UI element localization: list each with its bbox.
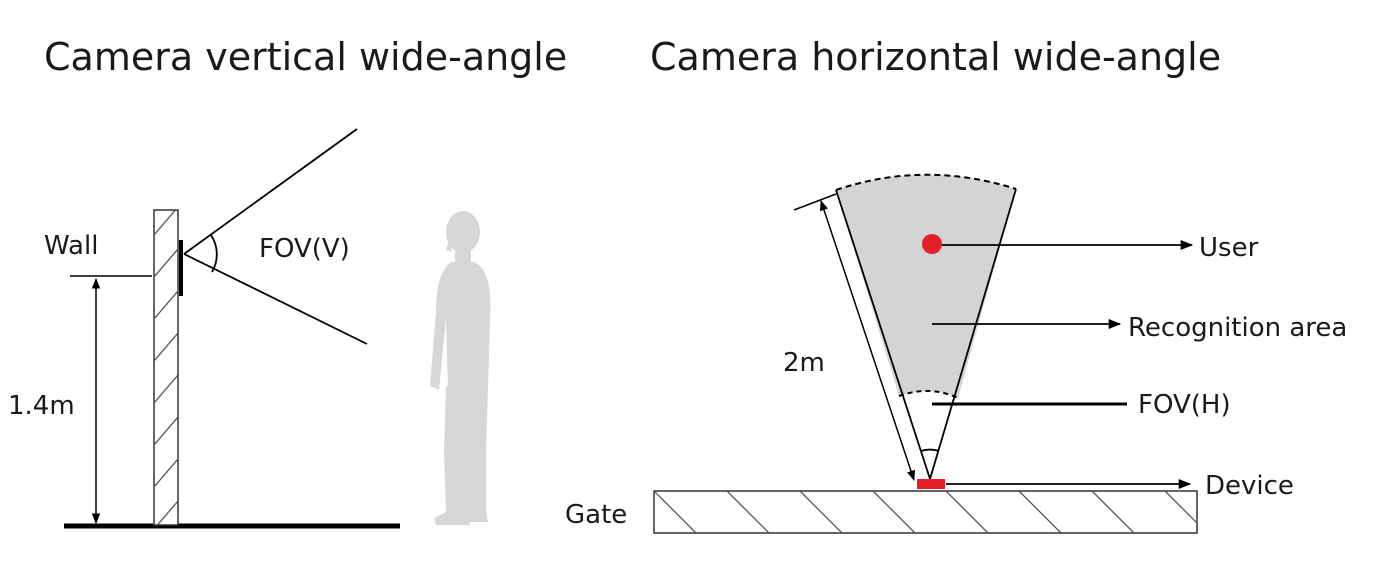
right-panel-title: Camera horizontal wide-angle xyxy=(650,35,1221,79)
left-panel-title: Camera vertical wide-angle xyxy=(44,35,567,79)
gate-label: Gate xyxy=(565,500,627,530)
distance-label: 2m xyxy=(783,348,825,378)
user-label: User xyxy=(1199,233,1259,263)
far-range-arc xyxy=(835,173,1017,191)
gate xyxy=(653,490,1198,534)
fov-v-label: FOV(V) xyxy=(259,234,350,264)
user-dot xyxy=(922,234,942,254)
device-marker xyxy=(917,479,945,489)
distance-extension-line xyxy=(793,193,837,211)
camera-device-side xyxy=(179,240,183,296)
wall xyxy=(153,209,179,526)
area-label: Recognition area xyxy=(1128,313,1347,343)
distance-arrow xyxy=(820,200,915,481)
fov-h-label: FOV(H) xyxy=(1138,390,1231,420)
wall-label: Wall xyxy=(44,231,98,261)
person-silhouette xyxy=(430,211,491,525)
device-label: Device xyxy=(1205,471,1294,501)
vertical-fov-lines xyxy=(183,128,368,345)
recognition-area xyxy=(836,174,1016,398)
height-label: 1.4m xyxy=(8,391,75,421)
near-range-arc xyxy=(898,390,959,399)
